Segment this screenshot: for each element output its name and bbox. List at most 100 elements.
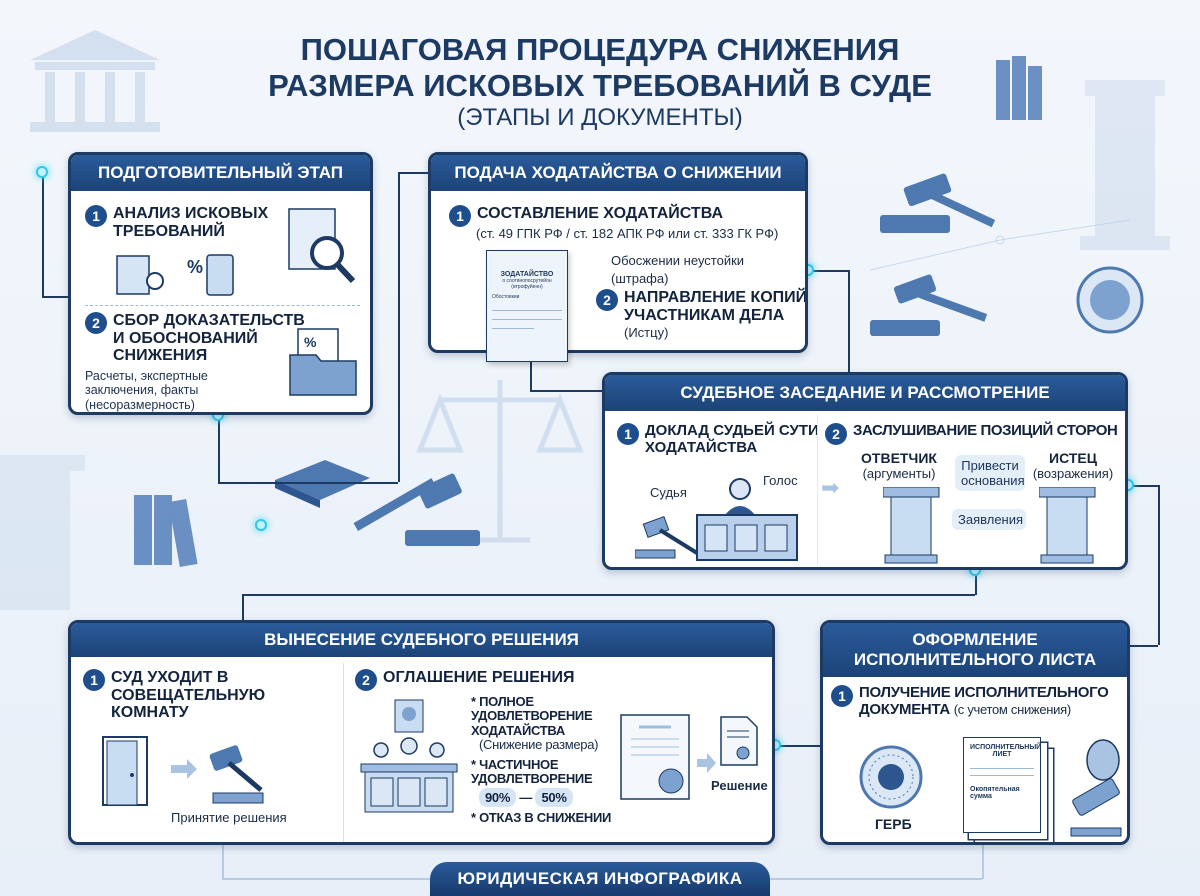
connector — [398, 172, 400, 482]
panel-preparatory: ПОДГОТОВИТЕЛЬНЫЙ ЭТАП 1 АНАЛИЗ ИСКОВЫХ Т… — [68, 152, 373, 415]
stamp-icon — [1070, 739, 1122, 837]
panel-header: ПОДАЧА ХОДАТАЙСТВА О СНИЖЕНИИ — [431, 155, 805, 191]
step-number: 1 — [85, 205, 107, 227]
connector — [1158, 485, 1160, 645]
connector — [42, 172, 44, 297]
step-number: 2 — [355, 669, 377, 691]
callout-label: Обосжении неустойки (штрафа) — [611, 253, 745, 286]
connector — [770, 878, 982, 880]
step-note: (с учетом снижения) — [953, 701, 1071, 717]
step-number: 1 — [449, 205, 471, 227]
step-number: 1 — [83, 669, 105, 691]
plaintiff-label: ИСТЕЦ — [1049, 450, 1097, 466]
defendant-label: ОТВЕТЧИК — [861, 450, 937, 466]
step-title: ПОЛУЧЕНИЕ ИСПОЛНИТЕЛЬНОГО ДОКУМЕНТА (с у… — [859, 684, 1127, 718]
connector — [1128, 485, 1158, 487]
outcome-title: ПОЛНОЕ УДОВЛЕТВОРЕНИЕ ХОДАТАЙСТВА — [471, 694, 593, 738]
seal-icon — [1076, 266, 1144, 334]
outcome-note: (Снижение размера) — [479, 736, 599, 752]
speech-bubble: Привести основания — [955, 455, 1025, 491]
connector — [222, 878, 430, 880]
outcome-list: * ПОЛНОЕ УДОВЛЕТВОРЕНИЕ ХОДАТАЙСТВА(Сниж… — [471, 694, 619, 826]
panel-header: ОФОРМЛЕНИЕ ИСПОЛНИТЕЛЬНОГО ЛИСТА — [823, 623, 1127, 677]
step-number: 2 — [825, 423, 847, 445]
step-receive: 1 ПОЛУЧЕНИЕ ИСПОЛНИТЕЛЬНОГО ДОКУМЕНТА (с… — [831, 684, 1127, 718]
decision-document-icon — [620, 714, 716, 800]
judge-label: Судья — [650, 485, 687, 500]
divider — [343, 663, 344, 842]
calculator-icon: % — [116, 254, 234, 296]
percent-icon: % — [187, 257, 203, 277]
emblem-seal-icon — [859, 745, 923, 809]
step-title: ДОКЛАД СУДЬЕЙ СУТИ ХОДАТАЙСТВА — [645, 422, 819, 456]
emblem-label: ГЕРБ — [875, 816, 912, 832]
doc-title: ИСПОЛНИТЕЛЬНЫЙ ЛИЕТ — [970, 744, 1042, 758]
plaintiff: ИСТЕЦ(возражения) — [1023, 450, 1123, 482]
law-reference: (ст. 49 ГПК РФ / ст. 182 АПК РФ или ст. … — [476, 226, 779, 241]
gavel-icon — [353, 173, 996, 546]
court-panel-icon — [360, 699, 458, 813]
panel-writ: ОФОРМЛЕНИЕ ИСПОЛНИТЕЛЬНОГО ЛИСТА 1 ПОЛУЧ… — [820, 620, 1130, 845]
door-gavel-icon — [102, 736, 264, 806]
column-icon — [1080, 80, 1170, 250]
connector — [808, 270, 848, 272]
judge-bench-icon — [635, 478, 798, 561]
connector — [42, 296, 68, 298]
title-line-1: ПОШАГОВАЯ ПРОЦЕДУРА СНИЖЕНИЯ — [300, 32, 900, 67]
connector — [218, 482, 398, 484]
title-line-2: РАЗМЕРА ИСКОВЫХ ТРЕБОВАНИЙ В СУДЕ — [268, 68, 932, 103]
doc-body: Окопятельная сумма — [970, 786, 1020, 800]
step-note: (Истцу) — [624, 325, 669, 341]
divider — [85, 305, 360, 306]
glow-node — [36, 166, 48, 178]
step-title: СОСТАВЛЕНИЕ ХОДАТАЙСТВА — [477, 205, 724, 222]
step-announcement: 2 ОГЛАШЕНИЕ РЕШЕНИЯ — [355, 669, 574, 691]
step-title: ОГЛАШЕНИЕ РЕШЕНИЯ — [383, 669, 575, 686]
connector — [1130, 645, 1158, 647]
panel-decision: ВЫНЕСЕНИЕ СУДЕБНОГО РЕШЕНИЯ 1 СУД УХОДИТ… — [68, 620, 775, 845]
arrow-right-icon: ➡ — [821, 475, 840, 500]
panel-hearing: СУДЕБНОЕ ЗАСЕДАНИЕ И РАССМОТРЕНИЕ 1 ДОКЛ… — [602, 372, 1128, 570]
step-title: ЗАСЛУШИВАНИЕ ПОЗИЦИЙ СТОРОН — [853, 422, 1118, 439]
outcome-title: ОТКАЗ В СНИЖЕНИИ — [479, 810, 612, 826]
writ-document: ИСПОЛНИТЕЛЬНЫЙ ЛИЕТ Окопятельная сумма — [963, 737, 1041, 833]
result-document-icon — [720, 716, 758, 766]
panel-header: СУДЕБНОЕ ЗАСЕДАНИЕ И РАССМОТРЕНИЕ — [605, 375, 1125, 411]
step-title: АНАЛИЗ ИСКОВЫХ ТРЕБОВАНИЙ — [113, 205, 269, 240]
step-copies: 2 НАПРАВЛЕНИЕ КОПИЙ УЧАСТНИКАМ ДЕЛА (Ист… — [596, 289, 808, 342]
defendant-note: (аргументы) — [862, 466, 936, 482]
panel-header: ПОДГОТОВИТЕЛЬНЫЙ ЭТАП — [71, 155, 370, 191]
callout-text: Обосжении неустойки (штрафа) — [611, 252, 761, 287]
step-positions: 2 ЗАСЛУШИВАНИЕ ПОЗИЦИЙ СТОРОН — [825, 422, 1118, 445]
book-icon — [275, 460, 370, 508]
footer-banner: ЮРИДИЧЕСКАЯ ИНФОГРАФИКА — [430, 862, 770, 896]
courthouse-icon — [30, 30, 160, 132]
connector — [242, 594, 244, 620]
result-label: Решение — [711, 778, 768, 793]
connector — [775, 745, 820, 747]
doc-body: Обостовкии — [492, 294, 520, 300]
step-number: 2 — [596, 289, 618, 311]
step-draft: 1 СОСТАВЛЕНИЕ ХОДАТАЙСТВА — [449, 205, 723, 227]
connector — [530, 353, 532, 391]
books-icon — [134, 56, 1042, 568]
outcome-title: ЧАСТИЧНОЕ УДОВЛЕТВОРЕНИЕ — [471, 757, 593, 787]
step-title-text: НАПРАВЛЕНИЕ КОПИЙ УЧАСТНИКАМ ДЕЛА — [624, 289, 808, 324]
step-title-text: ПОЛУЧЕНИЕ ИСПОЛНИТЕЛЬНОГО ДОКУМЕНТА — [859, 684, 1109, 718]
divider — [817, 415, 818, 565]
plaintiff-note: (возражения) — [1032, 466, 1114, 482]
caption: Принятие решения — [171, 810, 287, 825]
document-magnifier-icon — [288, 208, 356, 284]
range-from: 90% — [479, 787, 517, 807]
title-line-3: (ЭТАПЫ И ДОКУМЕНТЫ) — [457, 104, 743, 131]
connector — [975, 570, 977, 595]
connector — [982, 845, 984, 879]
step-number: 2 — [85, 312, 107, 334]
connector — [218, 415, 220, 483]
speech-bubble: Заявления — [952, 509, 1026, 530]
step-analysis: 1 АНАЛИЗ ИСКОВЫХ ТРЕБОВАНИЙ — [85, 205, 273, 240]
scales-icon — [416, 380, 584, 543]
folder-icon: % — [289, 328, 357, 396]
step-report: 1 ДОКЛАД СУДЬЕЙ СУТИ ХОДАТАЙСТВА — [617, 422, 825, 456]
